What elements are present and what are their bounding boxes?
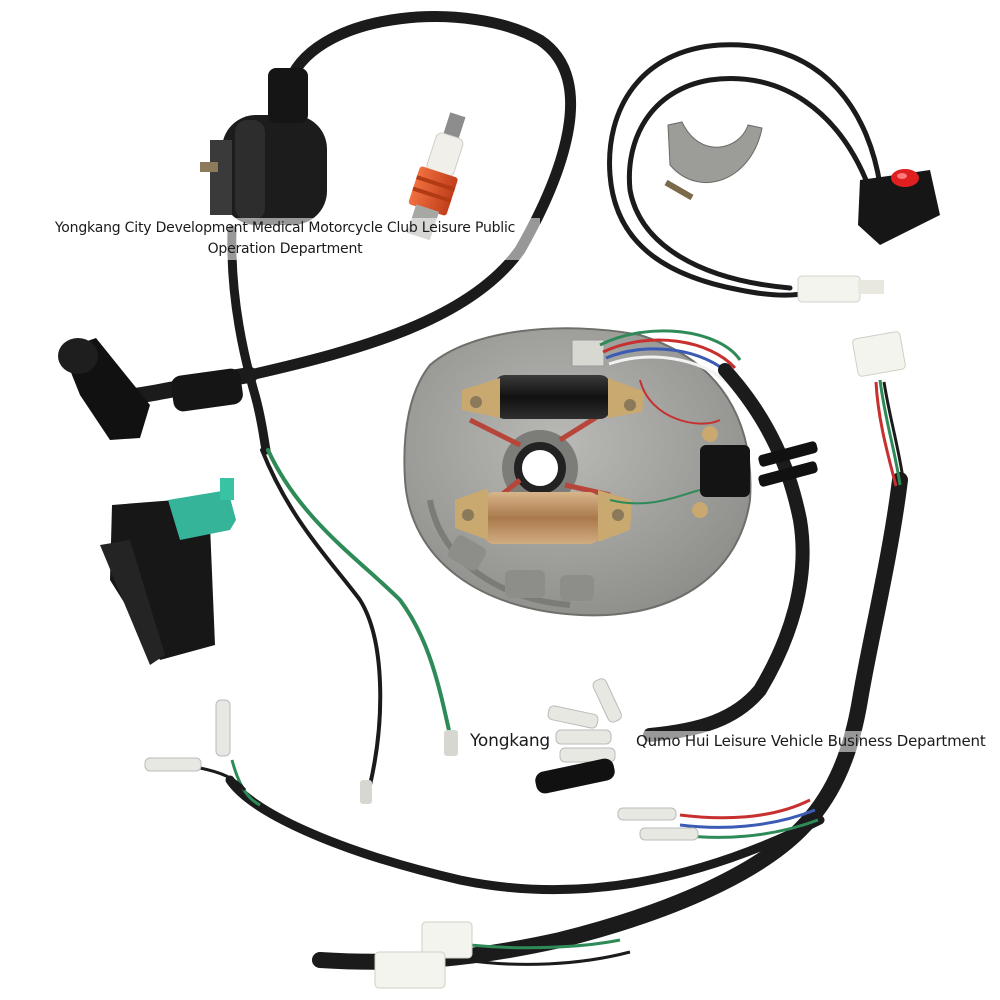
black-lighting-coil	[495, 375, 610, 419]
stator-bullet-connectors	[535, 678, 622, 794]
coil-top-cable	[244, 11, 577, 381]
watermark-bottom-right: Qumo Hui Leisure Vehicle Business Depart…	[636, 731, 986, 752]
stator-red-windings	[468, 412, 611, 502]
kill-switch-body	[858, 170, 940, 245]
stator-assembly	[403, 327, 752, 617]
pulser-pickup	[700, 445, 750, 497]
watermark-bottom-left: Yongkang	[470, 731, 551, 752]
coil-tower	[268, 68, 308, 123]
main-harness-top-connector	[852, 331, 906, 377]
coil-terminal-bolt	[200, 162, 218, 172]
copper-charging-coil	[484, 492, 599, 544]
kill-switch-cable-outer	[607, 42, 883, 298]
harness-left-bullet-1	[144, 757, 202, 772]
bottom-white-connector-2	[374, 951, 446, 989]
main-harness	[144, 331, 908, 989]
harness-colored-leads	[679, 798, 811, 820]
harness-left-branch	[225, 775, 825, 895]
stator-colored-wires	[599, 329, 742, 361]
main-harness-trunk	[312, 472, 908, 970]
bottom-white-connector-1	[421, 921, 473, 959]
main-harness-upper-wires	[878, 379, 902, 486]
kill-switch-assembly	[607, 42, 940, 303]
kill-switch-white-connector	[797, 275, 861, 303]
cdi-teal-connector	[168, 490, 236, 540]
cdi-unit	[100, 478, 236, 665]
stator-harness-cable	[643, 363, 810, 742]
black-kill-wire	[260, 448, 383, 787]
black-heat-shrink	[535, 758, 615, 794]
black-wire-spade-terminal	[360, 780, 372, 804]
green-wire-spade-terminal	[444, 730, 458, 756]
harness-grommet	[758, 441, 818, 467]
watermark-top: Yongkang City Development Medical Motorc…	[30, 218, 540, 260]
clamp-screw	[664, 179, 694, 201]
harness-left-bullet-2	[215, 699, 231, 757]
kill-switch-cable-inner	[626, 76, 873, 291]
coil-mount-bracket	[210, 140, 232, 215]
ignition-coil-assembly	[58, 11, 577, 804]
handlebar-clamp-bracket	[667, 121, 763, 183]
coil-bottom-cable	[227, 225, 271, 455]
ht-boot-sleeve	[171, 368, 243, 412]
green-ground-wire	[266, 448, 452, 737]
